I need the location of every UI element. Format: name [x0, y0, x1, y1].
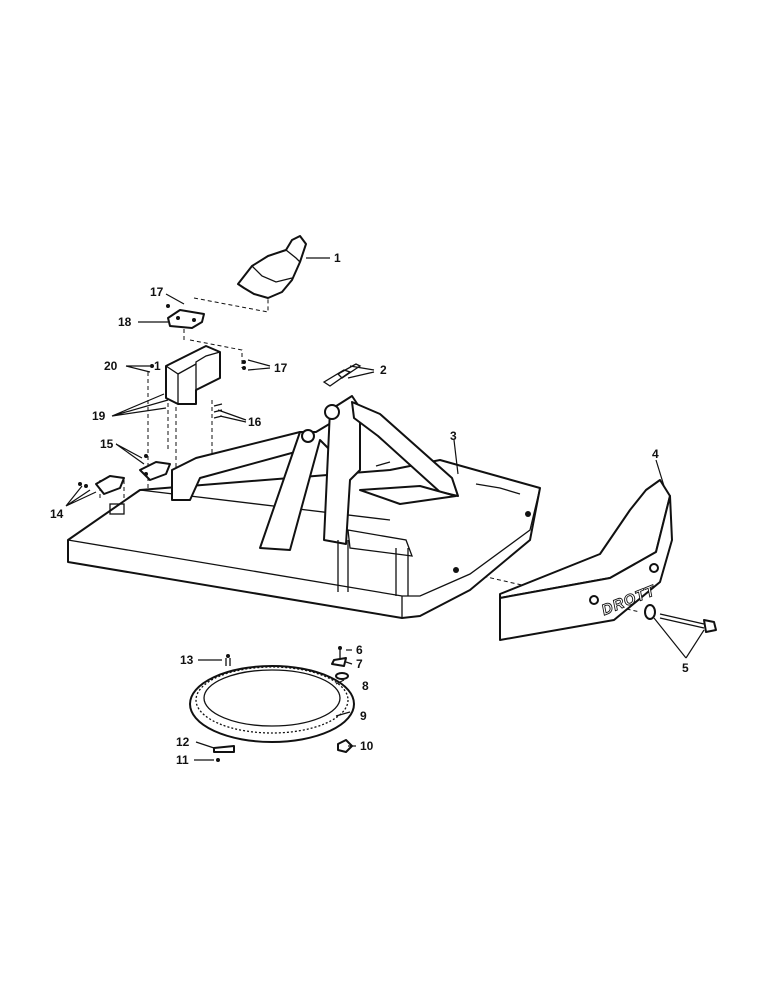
- leader-lines: [65, 257, 705, 761]
- callout-15: 15: [100, 437, 114, 451]
- callout-10: 10: [360, 739, 374, 753]
- callout-17-right: 17: [274, 361, 288, 375]
- hardware-parts: [78, 304, 362, 762]
- callout-5: 5: [682, 661, 689, 675]
- callout-4: 4: [652, 447, 659, 461]
- callout-1: 1: [334, 251, 341, 265]
- mounting-bracket-part: [165, 345, 221, 405]
- counterweight-part: DROTT: [499, 479, 673, 641]
- callout-3: 3: [450, 429, 457, 443]
- callout-13: 13: [180, 653, 194, 667]
- callout-20: 20: [104, 359, 118, 373]
- plate-part-15: [139, 461, 171, 481]
- bolt-part: [644, 604, 717, 633]
- seat-bracket-part: [167, 309, 205, 329]
- callout-18: 18: [118, 315, 132, 329]
- callout-2: 2: [380, 363, 387, 377]
- seat-part: [237, 235, 307, 299]
- slewing-ring-part: [189, 665, 355, 743]
- callout-9: 9: [360, 709, 367, 723]
- callout-8: 8: [362, 679, 369, 693]
- callout-labels: 1 2 3 4 5 6 7 8 9 10 11 12 13 14 15 16 1…: [50, 251, 689, 767]
- callout-6: 6: [356, 643, 363, 657]
- main-frame-part: [67, 395, 541, 619]
- callout-7: 7: [356, 657, 363, 671]
- callout-16: 16: [248, 415, 262, 429]
- callout-17-top: 17: [150, 285, 164, 299]
- callout-14: 14: [50, 507, 64, 521]
- plate-part-14: [95, 475, 125, 495]
- callout-20-sub: 1: [154, 359, 161, 373]
- callout-12: 12: [176, 735, 190, 749]
- callout-19: 19: [92, 409, 106, 423]
- callout-11: 11: [176, 753, 189, 767]
